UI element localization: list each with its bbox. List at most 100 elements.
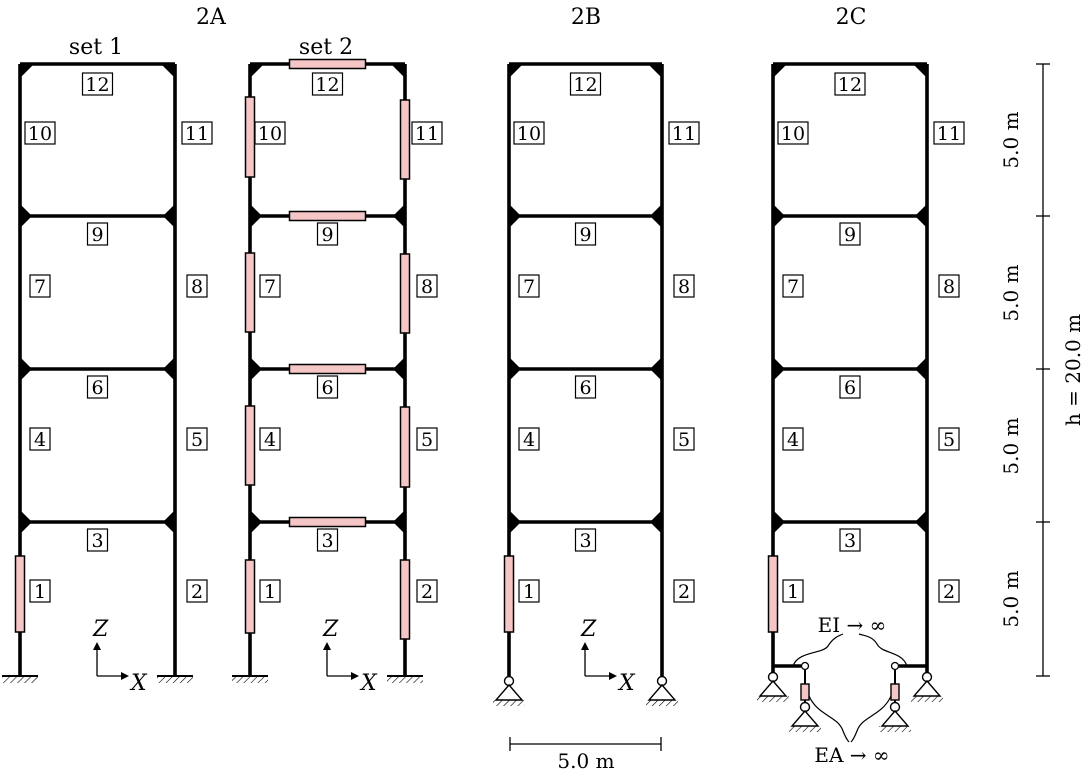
story-height-label-3: 5.0 m [999,264,1023,321]
joint-gusset [20,64,34,78]
member-number-label: 9 [91,224,103,246]
story-height-label-4: 5.0 m [999,111,1023,168]
member-number-label: 7 [34,276,46,298]
member-number-box [518,579,540,603]
member-number-label: 7 [523,276,535,298]
set-2-label: set 2 [299,35,353,60]
x-axis-label: X [129,671,148,696]
member-number-box [782,274,804,298]
member-number-box [254,121,286,145]
member-number-box [668,121,700,145]
member-number-box [673,427,695,451]
damaged-column-segment [399,253,411,334]
member-number-label: 7 [264,276,276,298]
pin-support-hatch [757,696,789,702]
member-number-label: 6 [844,377,856,399]
panel-title-2c: 2C [836,5,867,30]
pin-support-hatch [789,726,821,732]
member-number-box [316,375,339,399]
joint-gusset [915,510,927,522]
z-axis-arrow [93,642,101,650]
joint-gusset [161,64,175,78]
panel-title-2b: 2B [571,5,601,30]
joint-gusset [773,357,785,369]
link-hinge [890,661,900,671]
member-number-box [574,528,597,552]
pin-support-triangle [880,709,910,727]
member-number-label: 2 [678,581,690,603]
member-number-label: 9 [579,224,591,246]
pin-support-triangle [758,679,788,697]
member-number-box [782,579,804,603]
member-number-box [411,121,443,145]
pin-support-hatch [646,700,678,706]
joint-gusset [509,522,521,534]
member-number-box [673,274,695,298]
joint-gusset [163,216,175,228]
member-number-label: 6 [579,377,591,399]
member-number-box [186,579,208,603]
member-number-label: 10 [517,123,541,145]
story-height-label-2: 5.0 m [999,417,1023,474]
member-number-label: 12 [85,74,109,96]
axial-spring [890,683,900,701]
joint-gusset [250,510,262,522]
ei-leader-right [858,633,908,667]
joint-gusset [773,522,785,534]
member-number-box [259,274,281,298]
damaged-column-segment [399,99,411,180]
joint-gusset [163,510,175,522]
member-number-box [259,427,281,451]
pin-support-hatch [911,696,943,702]
member-number-box [569,72,602,96]
joint-gusset [913,64,927,78]
member-number-label: 8 [943,276,955,298]
joint-gusset [163,204,175,216]
member-number-label: 5 [678,429,690,451]
member-number-box [839,528,861,552]
member-number-label: 2 [943,581,955,603]
member-number-box [316,222,339,246]
damaged-column-segment [503,555,515,633]
member-number-box [518,427,540,451]
x-axis-arrow [121,672,129,680]
x-axis-label: X [617,671,636,696]
joint-gusset [20,204,32,216]
joint-gusset [250,522,262,534]
member-number-label: 4 [787,429,799,451]
member-number-label: 3 [844,530,856,552]
x-axis-arrow [609,672,617,680]
member-number-box [29,274,51,298]
member-number-box [839,375,861,399]
bay-width-label: 5.0 m [557,749,614,772]
member-number-box [29,579,51,603]
joint-gusset [773,216,785,228]
damaged-column-segment [244,559,256,634]
joint-gusset [915,522,927,534]
member-number-box [513,121,545,145]
member-number-label: 11 [937,123,961,145]
panel-title-2a: 2A [196,5,227,30]
joint-gusset [650,369,662,381]
joint-gusset [20,357,32,369]
joint-gusset [773,64,787,78]
fixed-support-hatch [387,676,423,683]
member-number-box [311,72,344,96]
joint-gusset [250,204,262,216]
joint-gusset [20,510,32,522]
member-number-label: 12 [838,74,862,96]
member-number-box [933,121,965,145]
damaged-column-segment [244,405,256,486]
member-number-label: 11 [415,123,439,145]
member-number-label: 5 [191,429,203,451]
z-axis-label: Z [580,617,597,642]
joint-gusset [393,204,405,216]
member-number-box [782,427,804,451]
member-number-label: 10 [781,123,805,145]
damaged-column-segment [767,555,779,633]
joint-gusset [915,369,927,381]
